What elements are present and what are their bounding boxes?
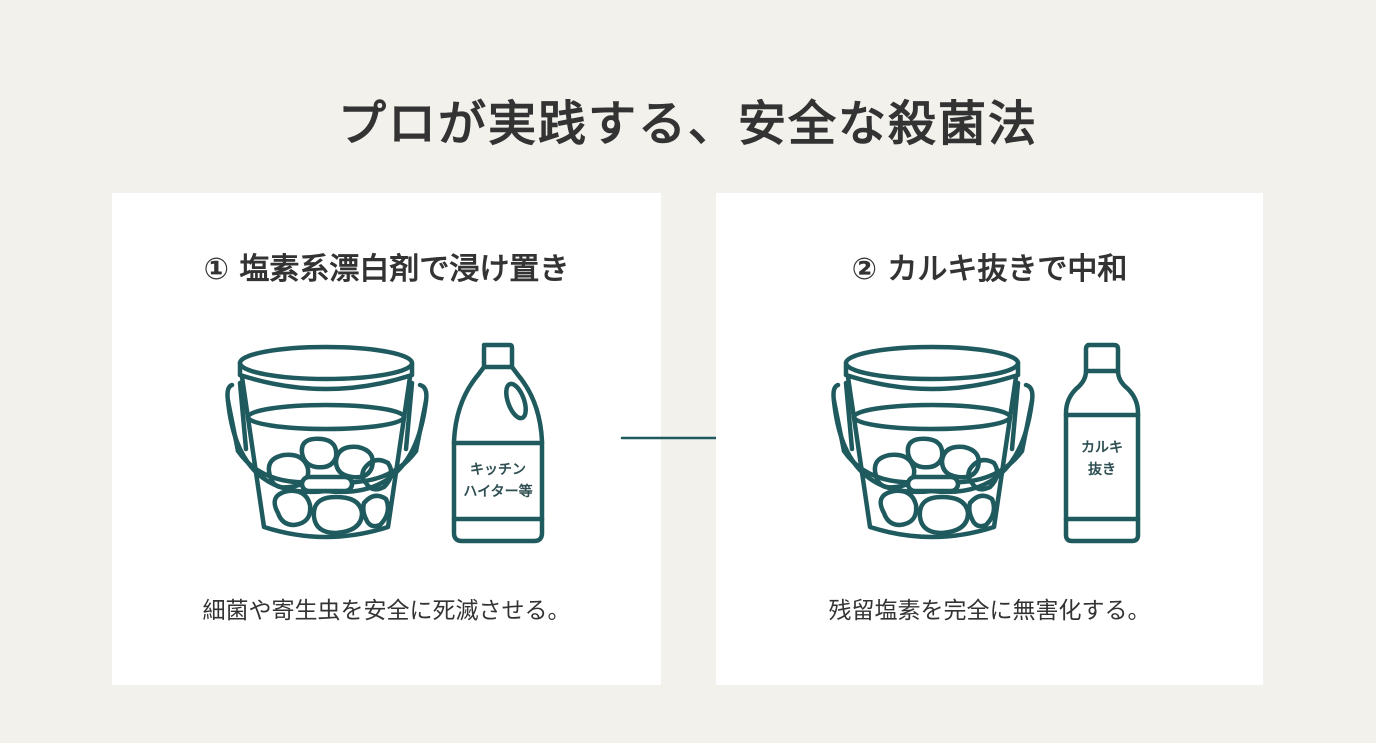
step-1-heading: ① 塩素系漂白剤で浸け置き (203, 252, 570, 287)
bleach-bottle-label: キッチン ハイター等 (450, 459, 546, 503)
dechlorinator-bottle-label: カルキ 抜き (1064, 437, 1140, 481)
page-title: プロが実践する、安全な殺菌法 (337, 96, 1038, 152)
step-2-description: 残留塩素を完全に無害化する。 (828, 598, 1151, 624)
step-1-illustration: キッチン ハイター等 (112, 333, 661, 563)
bleach-bottle-label-line-2: ハイター等 (463, 484, 533, 500)
dechlorinator-bottle-icon (1063, 342, 1141, 544)
dechlorinator-bottle-label-line-1: カルキ (1081, 440, 1123, 456)
bucket-with-stones-icon (831, 344, 1035, 540)
bleach-bottle-icon (451, 342, 545, 544)
bucket-with-stones-icon (225, 344, 429, 540)
step-card-2: ② カルキ抜きで中和 (716, 193, 1263, 685)
dechlorinator-bottle-label-line-2: 抜き (1088, 462, 1116, 478)
step-card-1: ① 塩素系漂白剤で浸け置き (112, 193, 661, 685)
step-2-heading: ② カルキ抜きで中和 (851, 252, 1128, 287)
bleach-bottle-label-line-1: キッチン (470, 462, 526, 478)
step-1-description: 細菌や寄生虫を安全に死滅させる。 (202, 598, 571, 624)
step-2-illustration: カルキ 抜き (716, 333, 1263, 563)
